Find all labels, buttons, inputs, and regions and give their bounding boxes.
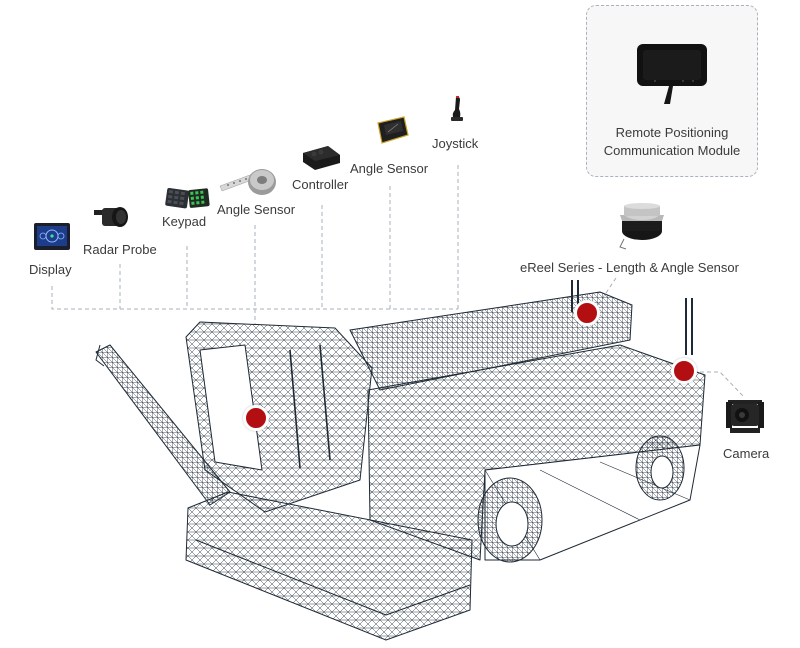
remote-module-label: Remote Positioning Communication Module bbox=[587, 124, 757, 160]
upper-boom bbox=[349, 291, 633, 391]
camera-icon bbox=[726, 400, 764, 433]
boom-marker[interactable] bbox=[574, 300, 600, 326]
ereel-label: eReel Series - Length & Angle Sensor bbox=[520, 260, 739, 275]
component-label-joystick: Joystick bbox=[432, 136, 479, 151]
keypad-icon bbox=[165, 187, 210, 209]
component-label-display: Display bbox=[29, 262, 72, 277]
ereel-sensor-icon bbox=[619, 203, 664, 250]
cab-window bbox=[199, 344, 263, 471]
remote-module-card: Remote Positioning Communication Module bbox=[586, 5, 758, 177]
remote-module-icon bbox=[637, 44, 707, 104]
cab-marker[interactable] bbox=[243, 405, 269, 431]
component-label-angle-sensor-2: Angle Sensor bbox=[350, 161, 429, 176]
display-screen-icon bbox=[34, 223, 70, 250]
rear-marker[interactable] bbox=[671, 358, 697, 384]
connector-camera bbox=[693, 371, 746, 399]
component-label-angle-sensor-1: Angle Sensor bbox=[217, 202, 296, 217]
joystick-icon bbox=[451, 96, 463, 121]
camera-label: Camera bbox=[723, 446, 770, 461]
connector-display bbox=[51, 286, 458, 310]
remote-module-label-line2: Communication Module bbox=[603, 143, 741, 158]
component-label-keypad: Keypad bbox=[162, 214, 207, 229]
tilt-angle-sensor-icon bbox=[377, 116, 409, 144]
rotary-angle-sensor-icon bbox=[219, 169, 276, 195]
component-label-controller: Controller bbox=[292, 177, 349, 192]
component-label-radar-probe: Radar Probe bbox=[83, 242, 157, 257]
radar-probe-icon bbox=[94, 207, 128, 227]
controller-box-icon bbox=[303, 146, 340, 170]
remote-module-label-line1: Remote Positioning bbox=[615, 125, 729, 140]
